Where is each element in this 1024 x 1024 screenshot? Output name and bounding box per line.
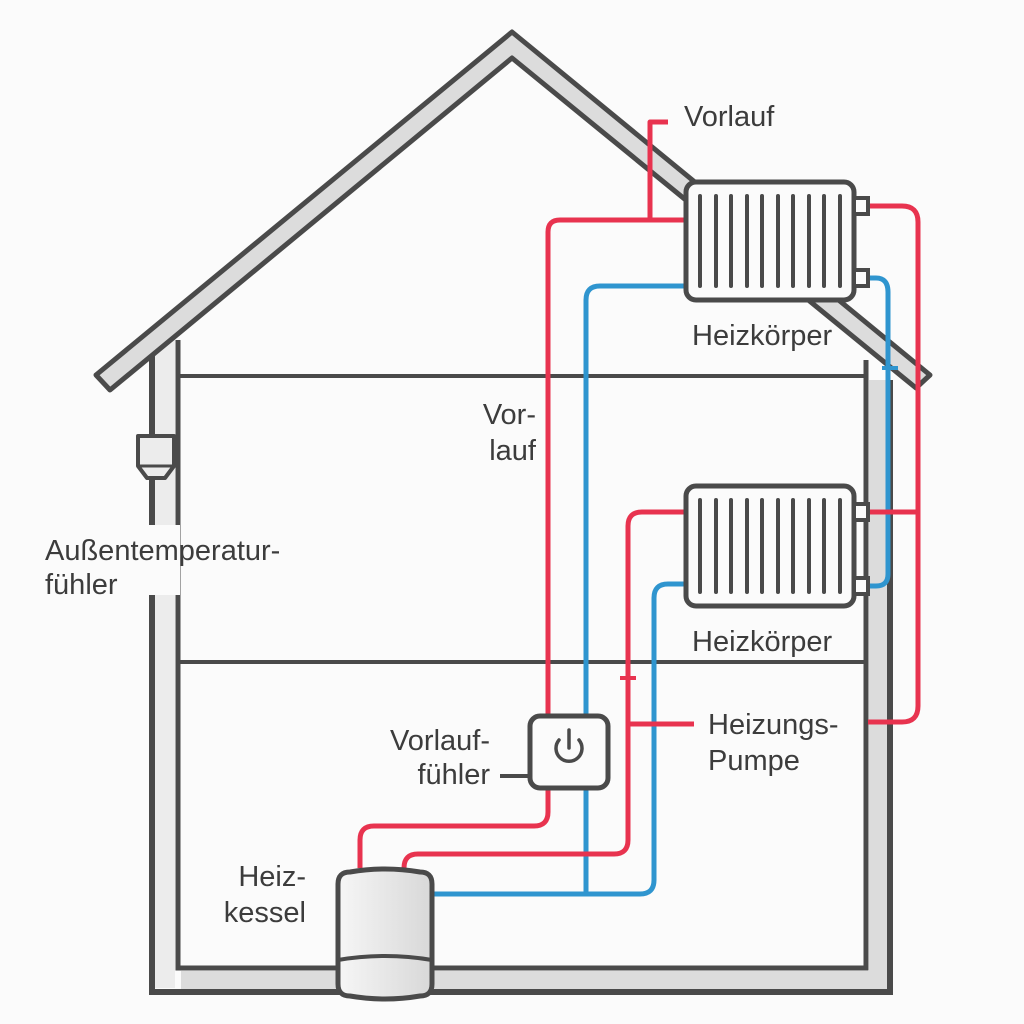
house-outer-wall bbox=[149, 350, 893, 995]
sensor-icon bbox=[136, 434, 176, 480]
label-radiator-lower: Heizkörper bbox=[692, 626, 833, 658]
label-vorlauf-top: Vorlauf bbox=[684, 101, 775, 133]
radiator-upper bbox=[683, 179, 870, 303]
return-pipes bbox=[432, 275, 898, 897]
label-flow-sensor-2: fühler bbox=[417, 759, 490, 791]
label-vorlauf-mid-2: lauf bbox=[489, 435, 537, 467]
label-outdoor-sensor-1: Außentemperatur- bbox=[45, 535, 280, 567]
label-radiator-upper: Heizkörper bbox=[692, 320, 833, 352]
label-outdoor-sensor-2: fühler bbox=[45, 569, 118, 601]
label-boiler-1: Heiz- bbox=[238, 861, 306, 893]
return-pipe-right-riser bbox=[868, 275, 891, 589]
label-boiler-2: kessel bbox=[224, 897, 306, 929]
left-wall-band bbox=[155, 340, 175, 988]
outdoor-temperature-sensor bbox=[136, 434, 180, 595]
boiler bbox=[335, 866, 435, 1002]
label-flow-sensor-1: Vorlauf- bbox=[390, 725, 490, 757]
boiler-icon bbox=[335, 866, 435, 1002]
radiator-icon bbox=[683, 483, 857, 609]
right-wall-band bbox=[869, 380, 887, 988]
label-pump-1: Heizungs- bbox=[708, 709, 839, 741]
supply-pipe-right-riser bbox=[868, 203, 921, 725]
return-pipe-upper-radiator bbox=[583, 283, 686, 892]
supply-pipe-vorlauf-marker bbox=[647, 119, 668, 220]
supply-pipe-lower-radiator bbox=[401, 509, 686, 876]
label-pump-2: Pumpe bbox=[708, 745, 800, 777]
return-pipe-lower-radiator bbox=[432, 581, 686, 897]
power-icon bbox=[554, 728, 584, 764]
label-vorlauf-mid-1: Vor- bbox=[483, 399, 536, 431]
radiator-lower bbox=[683, 483, 870, 609]
floor-slab bbox=[181, 971, 887, 989]
supply-pipes bbox=[357, 119, 921, 876]
radiator-icon bbox=[683, 179, 857, 303]
flow-sensor-controller bbox=[500, 713, 611, 791]
supply-pipe-main-riser bbox=[357, 217, 686, 868]
